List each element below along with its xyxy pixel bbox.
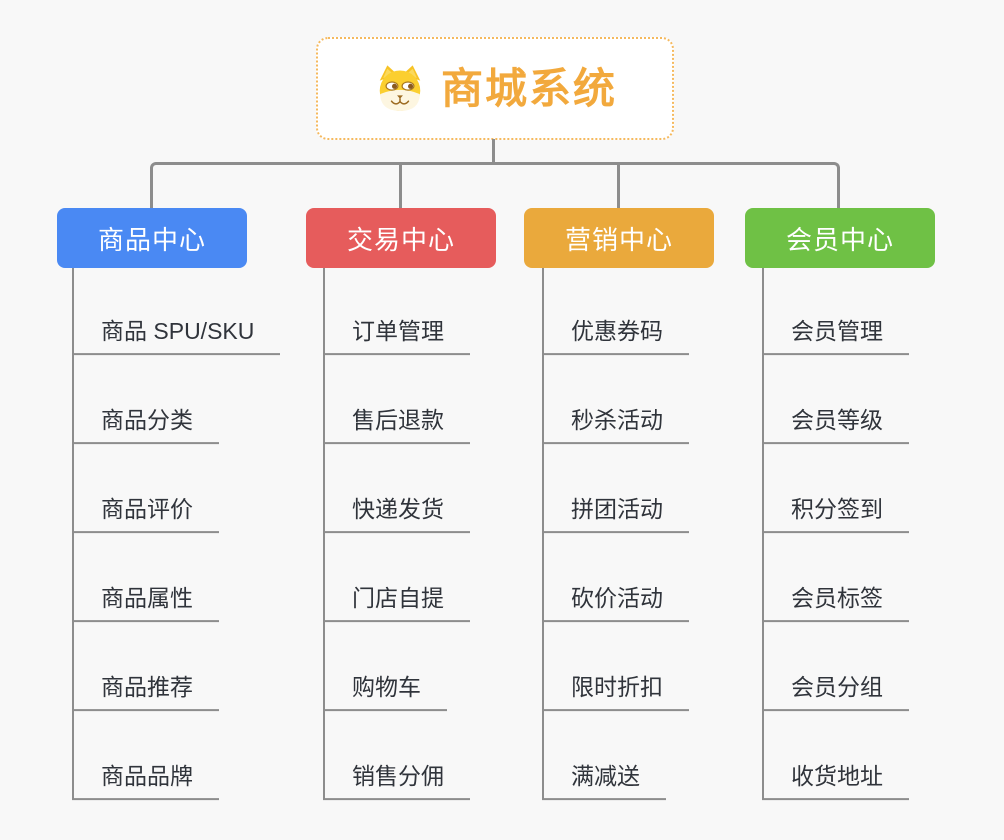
root-node[interactable]: 商城系统 (316, 37, 674, 140)
root-title: 商城系统 (440, 64, 617, 112)
leaf-node[interactable]: 会员标签 (762, 584, 909, 622)
leaf-node[interactable]: 限时折扣 (542, 673, 689, 711)
branch-node-trade[interactable]: 交易中心 (306, 208, 496, 268)
leaf-node[interactable]: 商品推荐 (72, 673, 219, 711)
connector-horizontal (150, 162, 840, 208)
leaf-node[interactable]: 会员分组 (762, 673, 909, 711)
leaf-node[interactable]: 优惠券码 (542, 317, 689, 355)
branch-spine (542, 268, 544, 800)
leaf-node[interactable]: 购物车 (323, 673, 447, 711)
branch-spine (323, 268, 325, 800)
branch-spine (762, 268, 764, 800)
leaf-node[interactable]: 秒杀活动 (542, 406, 689, 444)
leaf-node[interactable]: 商品 SPU/SKU (72, 317, 281, 355)
leaf-node[interactable]: 商品品牌 (72, 762, 219, 800)
connector-drop-2 (399, 163, 402, 208)
branch-node-members[interactable]: 会员中心 (745, 208, 935, 268)
leaf-node[interactable]: 会员等级 (762, 406, 909, 444)
connector-drop-3 (617, 163, 620, 208)
leaf-node[interactable]: 销售分佣 (323, 762, 470, 800)
leaf-node[interactable]: 满减送 (542, 762, 666, 800)
leaf-node[interactable]: 商品属性 (72, 584, 219, 622)
branch-node-products[interactable]: 商品中心 (57, 208, 247, 268)
branch-spine (72, 268, 74, 800)
leaf-node[interactable]: 会员管理 (762, 317, 909, 355)
leaf-node[interactable]: 售后退款 (323, 406, 470, 444)
leaf-node[interactable]: 订单管理 (323, 317, 470, 355)
leaf-node[interactable]: 商品分类 (72, 406, 219, 444)
leaf-node[interactable]: 门店自提 (323, 584, 470, 622)
branch-node-marketing[interactable]: 营销中心 (524, 208, 714, 268)
doge-icon (379, 64, 421, 111)
leaf-node[interactable]: 砍价活动 (542, 584, 689, 622)
leaf-node[interactable]: 商品评价 (72, 495, 219, 533)
leaf-node[interactable]: 积分签到 (762, 495, 909, 533)
connector-root-stub (492, 139, 495, 164)
leaf-node[interactable]: 拼团活动 (542, 495, 689, 533)
leaf-node[interactable]: 收货地址 (762, 762, 909, 800)
leaf-node[interactable]: 快递发货 (323, 495, 470, 533)
